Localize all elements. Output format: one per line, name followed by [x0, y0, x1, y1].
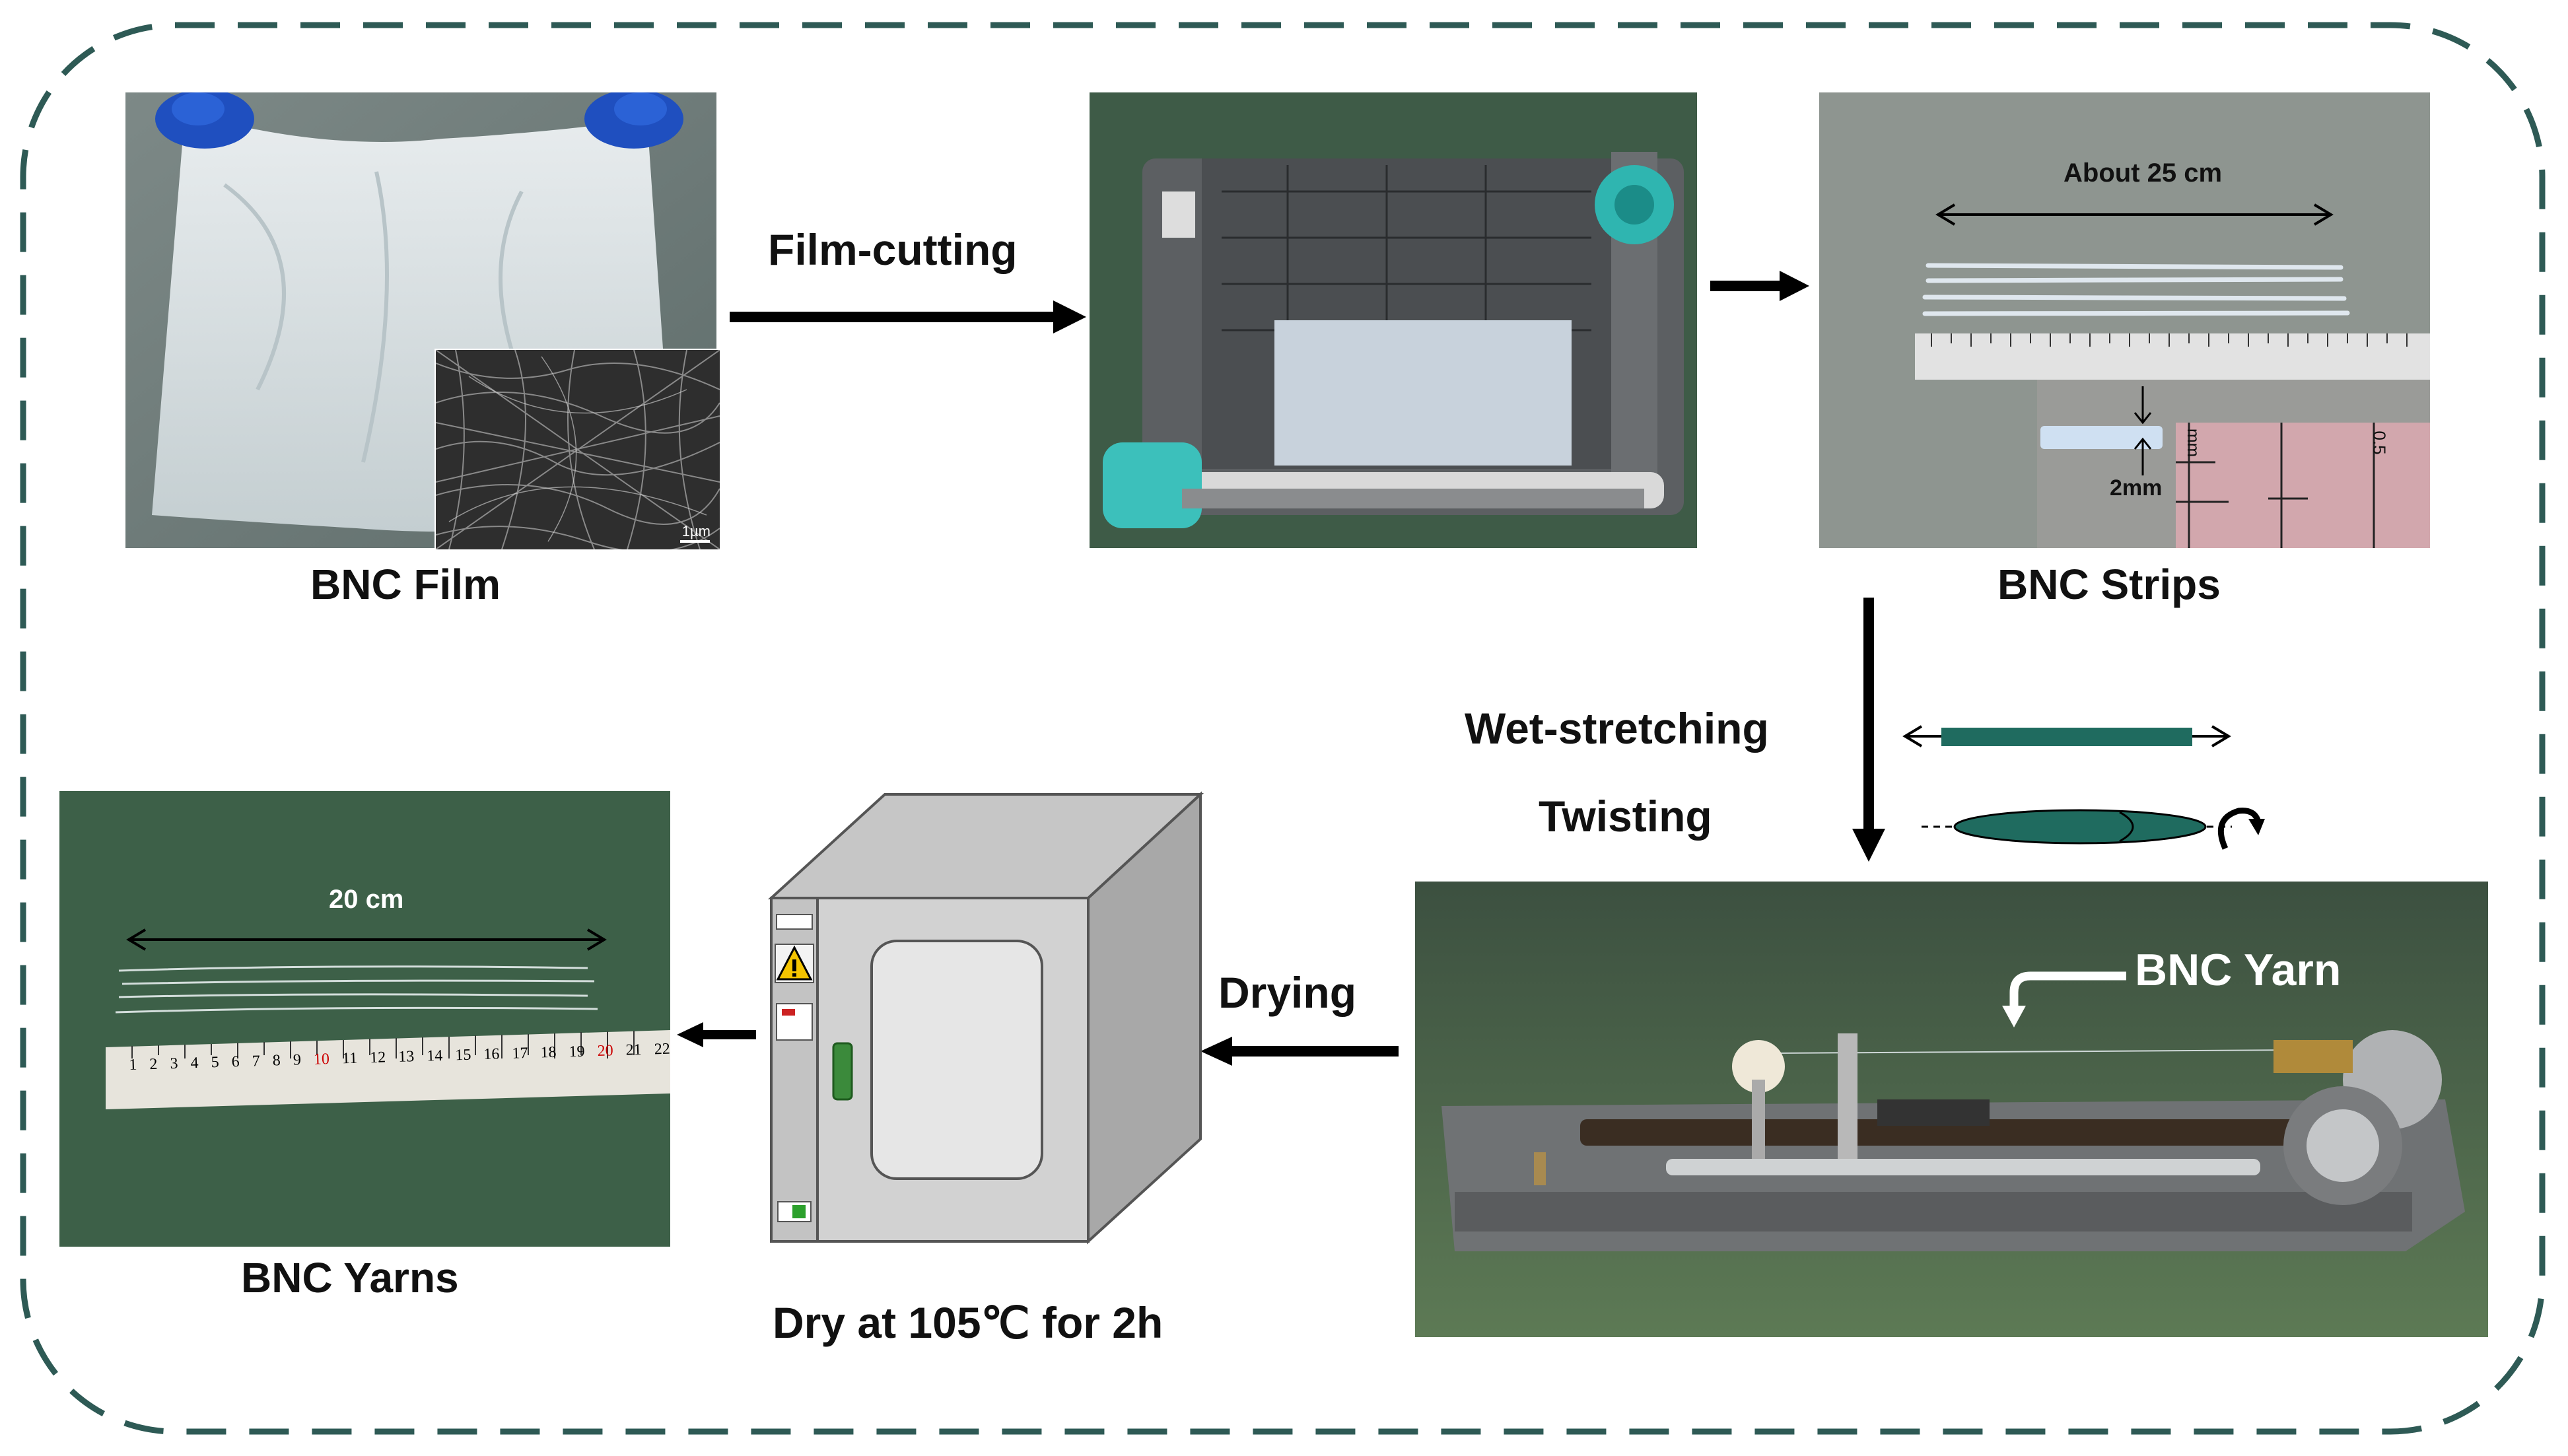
ruler-tick-label: 15	[454, 1046, 471, 1064]
ruler-tick-label: 8	[272, 1052, 281, 1070]
sem-image-inset: 1µm	[434, 349, 721, 551]
ruler-tick-label: 16	[483, 1045, 500, 1064]
wet-stretching-label: Wet-stretching	[1465, 704, 1769, 753]
ruler-tick-label: 4	[190, 1054, 199, 1072]
dry-condition-label: Dry at 105℃ for 2h	[773, 1298, 1163, 1347]
drying-label: Drying	[1218, 968, 1357, 1017]
ruler-tick-label: 20	[597, 1042, 614, 1060]
strip-width-label: 2mm	[2110, 475, 2163, 501]
right-arrow-icon	[1710, 271, 1809, 301]
twisting-label: Twisting	[1539, 792, 1712, 841]
ruler-half-label: 0.5	[2369, 431, 2390, 455]
width-marker-icon	[2134, 386, 2152, 475]
ruler-tick-label: 22	[654, 1040, 671, 1058]
ruler-tick-label: 9	[293, 1051, 302, 1069]
ruler-tick-label: 7	[252, 1053, 261, 1070]
ruler-tick-label: 6	[231, 1053, 240, 1071]
stretch-icon	[1902, 725, 2231, 747]
left-arrow-icon	[1200, 1037, 1399, 1066]
right-arrow-icon	[730, 300, 1086, 333]
bnc-yarns-label: BNC Yarns	[241, 1254, 459, 1301]
ruler-tick-label: 19	[569, 1043, 585, 1061]
sem-scale-label: 1µm	[681, 523, 711, 539]
film-cutter-photo	[1090, 92, 1697, 548]
strip-length-label: About 25 cm	[2064, 158, 2223, 188]
ruler-mm-label: mm	[2184, 428, 2204, 458]
ruler-tick-label: 12	[369, 1049, 386, 1067]
ruler-tick-label: 18	[540, 1043, 557, 1062]
ruler-tick-label: 11	[341, 1049, 358, 1068]
double-arrow-icon	[1935, 203, 2334, 226]
bnc-film-label: BNC Film	[310, 561, 501, 608]
twisting-machine-photo	[1415, 882, 2488, 1337]
double-arrow-icon	[126, 928, 607, 951]
film-cutting-label: Film-cutting	[768, 225, 1018, 274]
twist-arrow-icon	[1922, 808, 2265, 850]
ruler-tick-label: 2	[149, 1055, 158, 1074]
ruler-tick-label: 5	[211, 1053, 220, 1072]
ruler-tick-label: 13	[398, 1048, 415, 1066]
bnc-strips-label: BNC Strips	[1997, 561, 2221, 608]
ruler-tick-label: 21	[625, 1041, 642, 1059]
yarn-length-label: 20 cm	[329, 885, 404, 914]
warning-icon	[775, 944, 814, 983]
left-arrow-icon	[677, 1022, 756, 1047]
ruler-tick-label: 3	[170, 1055, 178, 1073]
ruler-tick-label: 17	[512, 1045, 528, 1062]
bnc-strips-photo	[1819, 92, 2430, 548]
bnc-yarns-photo	[59, 791, 670, 1247]
ruler-tick-label: 14	[426, 1047, 443, 1065]
down-arrow-icon	[1852, 598, 1885, 862]
ruler-tick-label: 10	[313, 1050, 330, 1068]
ruler-tick-label: 1	[129, 1056, 137, 1074]
curved-pointer-arrow-icon	[2002, 971, 2126, 1027]
bnc-yarn-label: BNC Yarn	[2135, 945, 2342, 995]
drying-oven-illustration	[767, 791, 1204, 1245]
